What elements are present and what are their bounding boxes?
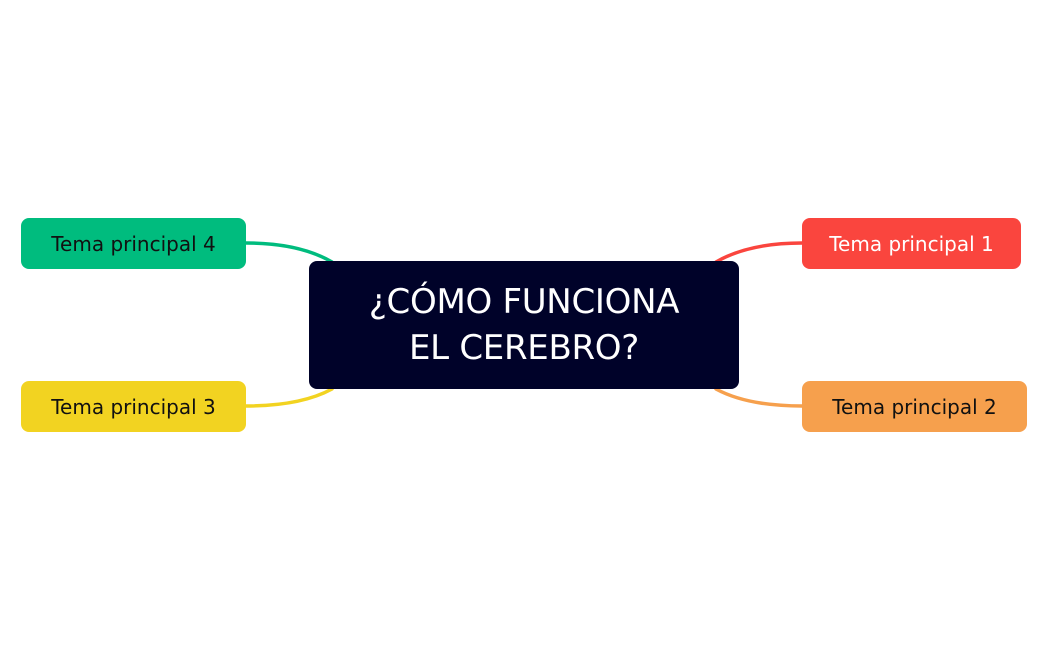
topic-node-4[interactable]: Tema principal 4 bbox=[21, 218, 246, 269]
topic-label: Tema principal 2 bbox=[832, 394, 997, 419]
connector-topic-1 bbox=[714, 241, 804, 264]
topic-node-2[interactable]: Tema principal 2 bbox=[802, 381, 1027, 432]
central-topic-line-1: ¿CÓMO FUNCIONA bbox=[368, 282, 680, 322]
connector-topic-4 bbox=[244, 241, 334, 264]
topic-label: Tema principal 1 bbox=[829, 231, 994, 256]
topic-node-3[interactable]: Tema principal 3 bbox=[21, 381, 246, 432]
central-topic-node[interactable]: ¿CÓMO FUNCIONA EL CEREBRO? bbox=[309, 261, 739, 389]
connector-topic-3 bbox=[244, 387, 334, 408]
central-topic-line-2: EL CEREBRO? bbox=[408, 328, 640, 368]
topic-label: Tema principal 3 bbox=[51, 394, 216, 419]
connector-topic-2 bbox=[714, 387, 804, 408]
topic-node-1[interactable]: Tema principal 1 bbox=[802, 218, 1021, 269]
topic-label: Tema principal 4 bbox=[51, 231, 216, 256]
